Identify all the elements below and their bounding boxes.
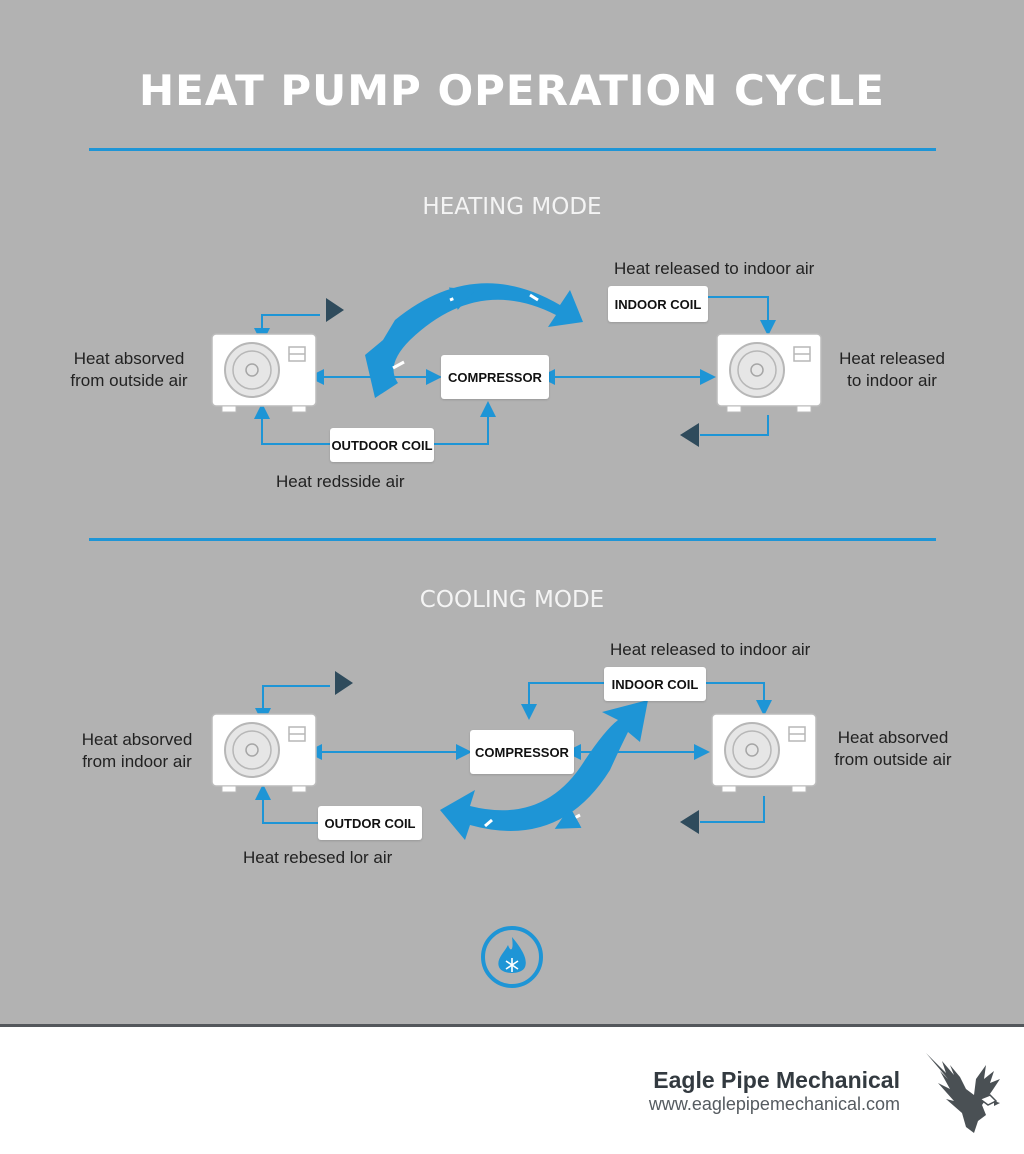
cooling-indoor-coil-box: INDOOR COIL	[604, 667, 706, 701]
cooling-left-bottom-pipe	[255, 784, 318, 824]
heat-pump-unit-icon	[711, 713, 817, 793]
cooling-compressor-box: COMPRESSOR	[470, 730, 574, 774]
heating-flow-marker-1	[448, 287, 476, 310]
cooling-right-label: Heat absorved from outside air	[834, 728, 952, 769]
cooling-outdoor-coil-box: OUTDOR COIL	[318, 806, 422, 840]
cooling-dark-arrow-right	[680, 810, 699, 834]
heat-pump-unit-icon	[716, 333, 822, 413]
heating-mode-title: HEATING MODE	[422, 194, 602, 220]
heating-dark-arrow-right	[680, 423, 699, 447]
cooling-left-label: Heat absorved from indoor air	[81, 730, 193, 771]
heat-pump-unit-icon	[211, 713, 317, 793]
heating-left-bottom-pipe	[254, 403, 330, 445]
divider-middle	[89, 538, 936, 541]
heating-flow-marker-2	[529, 293, 539, 302]
cooling-indoor-to-compressor	[521, 682, 604, 720]
cooling-mode-title: COOLING MODE	[419, 587, 605, 613]
heating-outdoor-coil-box: OUTDOOR COIL	[330, 428, 434, 462]
cooling-bottom-label: Heat rebesed lor air	[243, 848, 393, 867]
heating-left-top-pipe	[254, 314, 320, 344]
footer: Eagle Pipe Mechanical www.eaglepipemecha…	[0, 1024, 1024, 1154]
heating-right-bottom-pipe	[700, 415, 769, 436]
divider-top	[89, 148, 936, 151]
heating-left-label: Heat absorved from outside air	[70, 349, 188, 390]
heating-outdoor-to-compressor	[434, 401, 496, 445]
cooling-top-label: Heat released to indoor air	[610, 640, 811, 659]
heating-bottom-label: Heat redsside air	[276, 472, 405, 491]
cooling-flow-marker-2	[484, 818, 493, 828]
heating-diagram	[211, 283, 822, 988]
heating-compressor-box: COMPRESSOR	[441, 355, 549, 399]
infographic: HEAT PUMP OPERATION CYCLE HEATING MODE	[70, 66, 952, 988]
heating-indoor-coil-box: INDOOR COIL	[608, 286, 708, 322]
heating-dark-arrow-left	[326, 298, 344, 322]
heating-indoor-coil-pipe	[708, 296, 776, 336]
flame-snowflake-icon	[481, 926, 543, 988]
page-title: HEAT PUMP OPERATION CYCLE	[139, 66, 885, 115]
heat-pump-unit-icon	[211, 333, 317, 413]
cooling-dark-arrow-left	[335, 671, 353, 695]
cooling-indoor-to-right	[706, 682, 772, 716]
heating-flow-marker-3	[392, 360, 405, 370]
brand-name: Eagle Pipe Mechanical	[653, 1067, 900, 1093]
brand-url: www.eaglepipemechanical.com	[648, 1094, 900, 1114]
cooling-flow-marker-1	[554, 806, 582, 829]
heating-top-label: Heat released to indoor air	[614, 259, 815, 278]
cooling-flow-arrow	[440, 700, 648, 840]
heating-flow-arrow	[365, 283, 583, 398]
heating-right-label: Heat released to indoor air	[839, 349, 945, 390]
eagle-logo-icon	[926, 1053, 1000, 1133]
cooling-right-bottom-pipe	[700, 796, 765, 823]
cooling-left-top-pipe	[255, 685, 330, 724]
